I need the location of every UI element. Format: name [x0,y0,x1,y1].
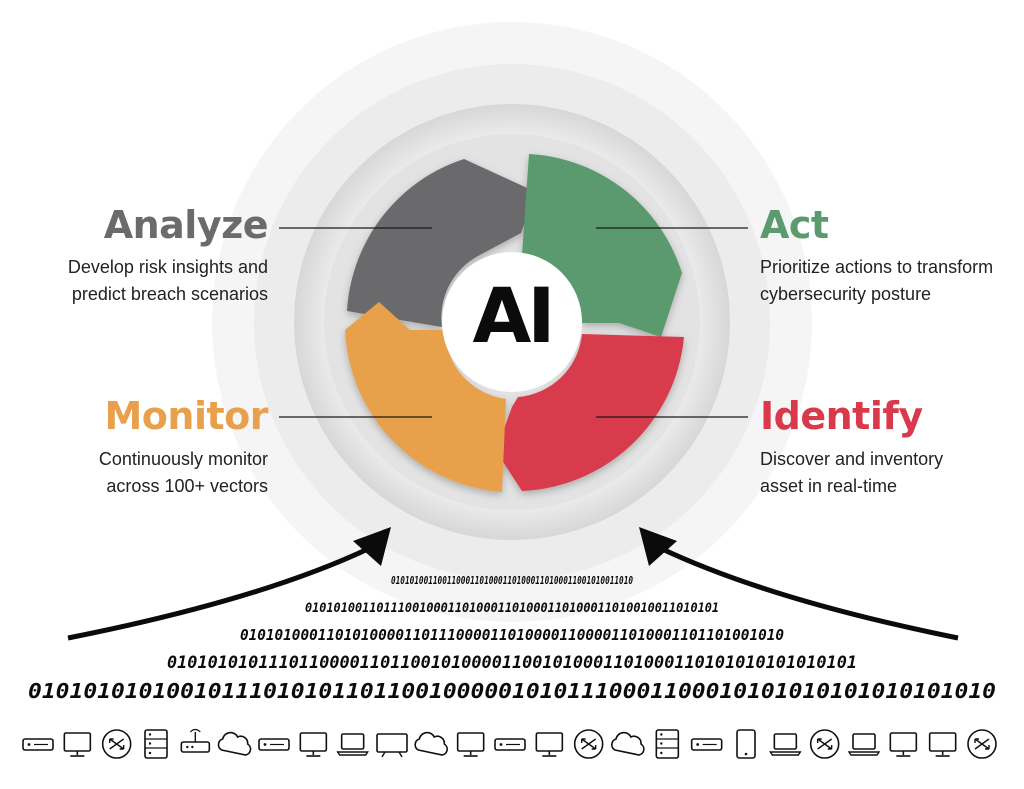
binary-row: 0101010011011100100011010001101000110100… [305,601,719,616]
cloud-icon [414,731,448,756]
laptop-icon [769,733,802,756]
act-desc-line1: Prioritize actions to transform [760,257,994,277]
cycle-arrows [345,154,684,492]
storage-icon [144,729,168,759]
analyze-arrow-segment [347,159,536,327]
leader-lines [279,227,748,418]
identify-desc-line2: asset in real-time [760,476,898,496]
monitor-icon [928,732,957,757]
server-icon [494,738,526,751]
server-icon [258,738,290,751]
router-icon [573,729,604,759]
input-arrows [67,527,959,641]
server-icon [690,738,723,751]
monitor-title: Monitor [104,394,268,438]
analyze-title: Analyze [103,203,269,247]
act-desc-line2: cybersecurity posture [760,284,932,304]
binary-row: 0101010101001011101010110110010000010101… [28,679,996,703]
left-input-arrow [67,545,372,641]
analyze-desc-line1: Develop risk insights and [67,257,268,277]
identify-description: Discover and inventory asset in real-tim… [760,446,943,500]
analyze-desc-line2: predict breach scenarios [71,284,268,304]
router-icon [101,729,132,759]
monitor-icon [63,732,92,757]
monitor-icon [456,732,485,757]
storage-icon [655,729,680,759]
cloud-icon [217,731,252,756]
tv-icon [376,733,408,758]
binary-row: 0101010001101010000110111000011010000110… [240,626,784,644]
binary-data-stream: 0101010011001100011010001101000110100011… [28,574,996,703]
monitor-arrow-segment [345,302,506,492]
monitor-icon [299,732,328,757]
analyze-description: Develop risk insights and predict breach… [68,254,268,308]
tablet-icon [736,729,756,759]
monitor-desc-line1: Continuously monitor [98,449,268,469]
server-icon [22,738,54,751]
act-description: Prioritize actions to transform cybersec… [760,254,993,308]
act-title: Act [760,203,829,247]
router-icon [967,729,997,759]
left-arrowhead [353,527,391,566]
laptop-icon [336,733,369,756]
right-arrowhead [639,527,677,566]
monitor-description: Continuously monitor across 100+ vectors [99,446,268,500]
right-input-arrow [658,545,959,641]
binary-row: 0101010101110110000110110010100001100101… [167,653,857,673]
laptop-icon [847,733,881,756]
monitor-icon [535,732,564,757]
monitor-icon [889,732,918,757]
identify-arrow-segment [496,334,684,491]
act-arrow-segment [522,154,682,337]
device-icon-row [22,728,997,759]
ai-core-label: AI [472,271,555,360]
core-circle [442,252,582,392]
modem-icon [180,728,211,753]
cloud-icon [611,731,645,756]
identify-desc-line1: Discover and inventory [760,449,944,469]
monitor-desc-line2: across 100+ vectors [106,476,268,496]
router-icon [809,729,840,759]
identify-title: Identify [760,394,923,438]
binary-row: 0101010011001100011010001101000110100011… [391,574,633,587]
